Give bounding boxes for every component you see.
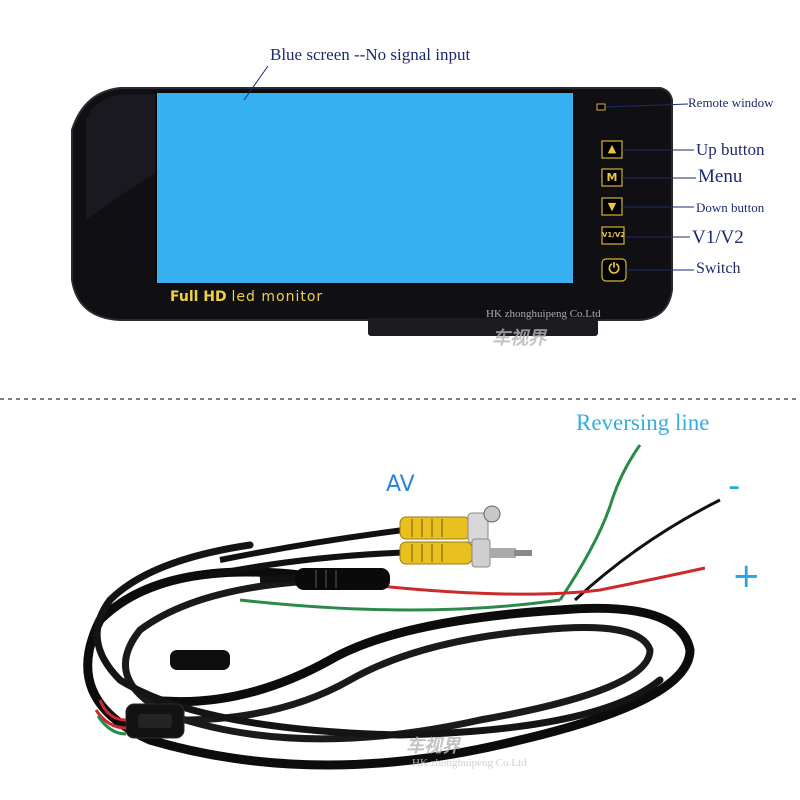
plug-wires xyxy=(94,699,127,730)
dc-plug xyxy=(170,650,230,670)
v1v2-button[interactable]: V1/V2 xyxy=(602,231,626,239)
up-button[interactable]: ▲ xyxy=(607,142,617,155)
callout-up-button: Up button xyxy=(696,140,765,159)
callout-blue-screen: Blue screen --No signal input xyxy=(270,45,471,64)
label-reversing-line: Reversing line xyxy=(576,410,710,435)
callout-line-screen xyxy=(243,65,269,101)
v1v2-button-frame xyxy=(601,226,625,245)
wire-red-positive xyxy=(379,566,706,596)
label-negative: - xyxy=(728,466,741,506)
rca-connector-female xyxy=(399,505,501,544)
monitor-brand-label: Full HD led monitor xyxy=(170,289,323,305)
rca-connector-male xyxy=(399,538,532,568)
label-positive: + xyxy=(732,556,761,596)
watermark-logo-top: 车视界 xyxy=(492,328,546,349)
wire-green-lower xyxy=(239,598,561,612)
cable-loop-inner xyxy=(122,576,654,743)
cable-loop-outer xyxy=(83,567,695,770)
cable-to-rca-bottom xyxy=(209,549,421,578)
callout-menu: Menu xyxy=(698,166,743,187)
callout-v1v2: V1/V2 xyxy=(692,227,744,248)
brand-bold: Full HD xyxy=(170,289,227,305)
callout-down-button: Down button xyxy=(696,200,765,215)
label-av: AV xyxy=(386,472,415,497)
watermark-company-bottom: HK zhonghuipeng Co.Ltd xyxy=(412,757,527,769)
cable-to-rca-top xyxy=(219,525,421,563)
down-button[interactable]: ▼ xyxy=(607,200,617,213)
monitor-screen xyxy=(155,91,575,285)
brand-rest: led monitor xyxy=(231,289,324,305)
callout-line-remote xyxy=(605,103,689,108)
monitor-mount xyxy=(368,318,598,336)
fuse-holder xyxy=(295,568,390,590)
wire-green-reversing xyxy=(558,444,642,601)
callout-remote-window: Remote window xyxy=(688,95,774,110)
watermark-company-top: HK zhonghuipeng Co.Ltd xyxy=(486,308,601,320)
monitor-gloss xyxy=(86,94,360,220)
menu-button[interactable]: M xyxy=(606,171,618,184)
power-button[interactable]: ⏻ xyxy=(608,261,620,277)
callout-switch: Switch xyxy=(696,260,741,277)
cable-to-fuse xyxy=(259,574,301,584)
remote-window-sensor xyxy=(596,103,606,111)
wire-black-negative xyxy=(573,498,721,602)
watermark-logo-bottom: 车视界 xyxy=(406,736,460,757)
